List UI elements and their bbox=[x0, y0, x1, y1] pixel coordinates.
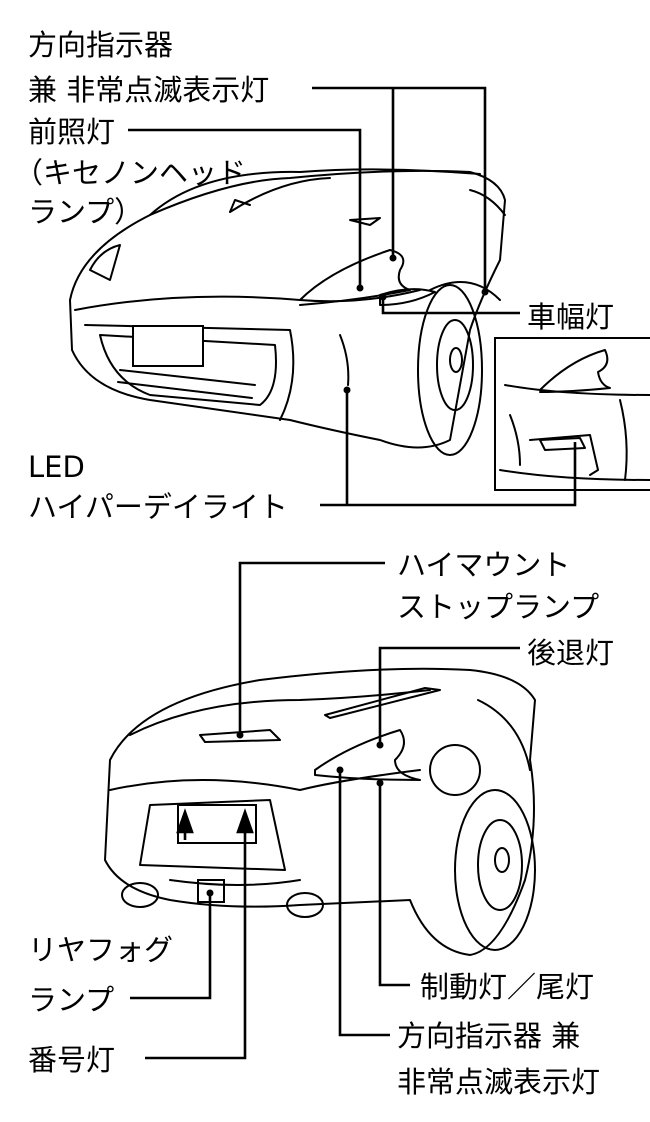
front-inset-detail bbox=[494, 337, 650, 491]
label-rear-turn-signal-2: 非常点滅表示灯 bbox=[397, 1065, 600, 1099]
label-reverse: 後退灯 bbox=[527, 636, 614, 670]
label-headlamp-3: ランプ） bbox=[28, 195, 143, 229]
front-car-illustration bbox=[69, 168, 506, 456]
label-headlamp-1: 前照灯 bbox=[28, 115, 115, 149]
label-side-marker: 車幅灯 bbox=[527, 300, 614, 334]
label-rear-fog-1: リヤフォグ bbox=[28, 933, 173, 967]
label-high-mount-1: ハイマウント bbox=[397, 548, 570, 582]
label-license-plate: 番号灯 bbox=[28, 1043, 115, 1077]
label-headlamp-2: （キセノンヘッド bbox=[14, 156, 246, 190]
label-rear-turn-signal-1: 方向指示器 兼 bbox=[397, 1019, 580, 1053]
leader-lines bbox=[128, 86, 577, 1060]
label-front-turn-signal-2: 兼 非常点滅表示灯 bbox=[28, 73, 269, 107]
label-drl-1: LED bbox=[28, 450, 85, 484]
label-front-turn-signal-1: 方向指示器 bbox=[28, 28, 173, 62]
label-rear-fog-2: ランプ bbox=[28, 983, 114, 1017]
label-brake-tail: 制動灯／尾灯 bbox=[420, 970, 594, 1004]
label-drl-2: ハイパーデイライト bbox=[28, 490, 288, 524]
label-high-mount-2: ストップランプ bbox=[397, 590, 599, 624]
rear-car-illustration bbox=[104, 667, 536, 956]
